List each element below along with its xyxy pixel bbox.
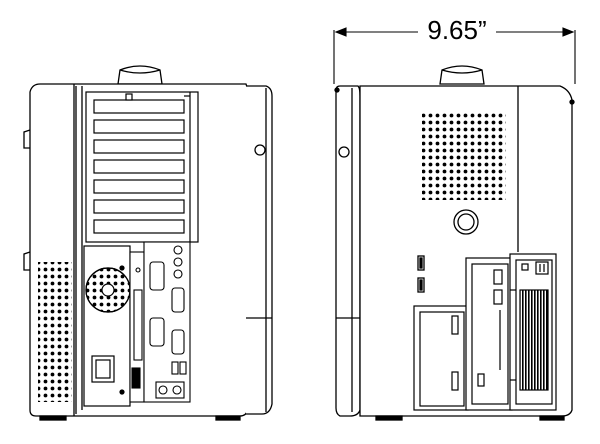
- voltage-switch: [131, 367, 141, 389]
- side-vent-grille: [422, 112, 506, 200]
- power-supply: [83, 245, 131, 407]
- top-handle-right: [439, 65, 485, 85]
- side-bezel-latch: [338, 146, 350, 158]
- rear-vent-grille: [38, 262, 72, 402]
- usb-ports: [171, 361, 179, 375]
- rear-view: [23, 65, 273, 421]
- side-hook-lower: [23, 251, 31, 271]
- io-panel: [129, 241, 191, 403]
- top-handle-left: [117, 65, 163, 85]
- side-front-bezel: [335, 85, 361, 417]
- hard-drive: [509, 253, 557, 411]
- width-dimension-label: 9.65”: [418, 14, 496, 46]
- floppy-drive: [413, 305, 469, 411]
- expansion-slots: [85, 91, 199, 243]
- rear-bezel: [246, 85, 273, 415]
- parallel-port: [133, 289, 143, 361]
- bezel-latch: [254, 144, 266, 156]
- side-view: [333, 27, 576, 421]
- drive-activity-leds: [535, 261, 549, 275]
- cdrom-drive: [465, 257, 513, 411]
- side-hook-upper: [23, 129, 31, 149]
